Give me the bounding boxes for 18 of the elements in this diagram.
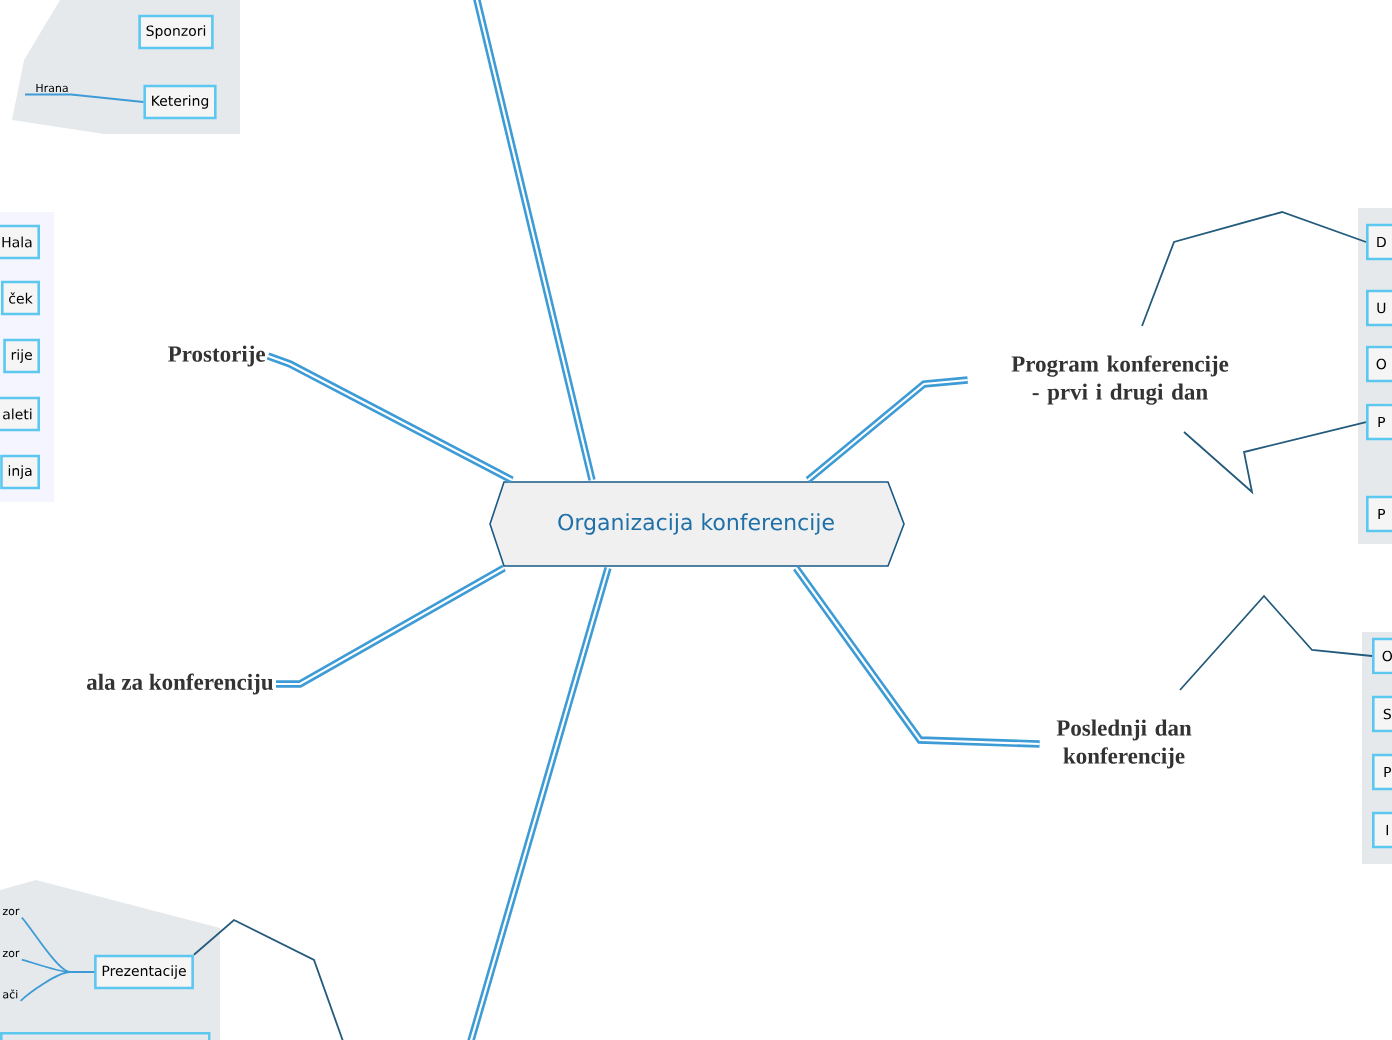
topic-text: Program konferencije - prvi i drugi dan xyxy=(1011,355,1229,405)
topic-text: Poslednji dan konferencije xyxy=(1056,719,1192,769)
branch-line xyxy=(793,565,1040,748)
branch-line xyxy=(472,0,596,481)
branch-line xyxy=(466,566,612,1040)
relationship-line xyxy=(1179,594,1373,691)
connector-line xyxy=(24,93,145,103)
branch-line xyxy=(805,376,968,483)
topic-text: ala za konferenciju xyxy=(86,673,273,695)
subtopic-box xyxy=(0,1032,211,1040)
relationship-line xyxy=(1183,421,1367,495)
central-topic-box: Organizacija konferencije xyxy=(489,481,905,567)
relationship-line xyxy=(193,918,345,1040)
topic-text: Prostorije xyxy=(168,345,265,367)
branch-line xyxy=(276,564,506,688)
connector-line xyxy=(19,971,95,1002)
branch-line xyxy=(266,352,514,484)
relationship-line xyxy=(1141,211,1367,327)
